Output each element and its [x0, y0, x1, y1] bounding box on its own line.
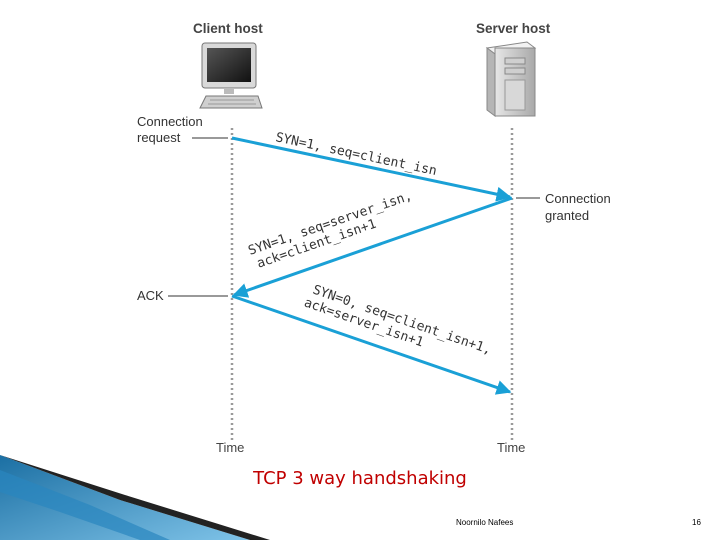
syn-arrow: [231, 136, 512, 202]
time-left-label: Time: [216, 440, 245, 455]
connection-request-label-line-1: Connection: [137, 114, 203, 129]
client-computer-icon: [199, 42, 263, 109]
ack-arrow: [231, 294, 512, 395]
syn-message-line-1: SYN=1, seq=client_isn: [274, 130, 438, 179]
slide-caption: TCP 3 way handshaking: [253, 468, 467, 489]
syn-ack-arrow: [232, 196, 513, 298]
time-right-label: Time: [497, 440, 526, 455]
server-host-label: Server host: [476, 21, 551, 36]
slide-corner-decoration: [0, 455, 270, 540]
connection-request-label-line-2: request: [137, 130, 181, 145]
syn-ack-message-line-1: SYN=1, seq=server_isn,: [246, 189, 414, 259]
page-number: 16: [692, 518, 701, 527]
connection-granted-label-line-2: granted: [545, 208, 590, 223]
client-host-label: Client host: [193, 21, 263, 36]
connection-granted-label-line-1: Connection: [545, 191, 611, 206]
server-tower-icon: [485, 41, 537, 117]
ack-label: ACK: [137, 288, 164, 303]
author-footer: Noornilo Nafees: [456, 518, 514, 527]
